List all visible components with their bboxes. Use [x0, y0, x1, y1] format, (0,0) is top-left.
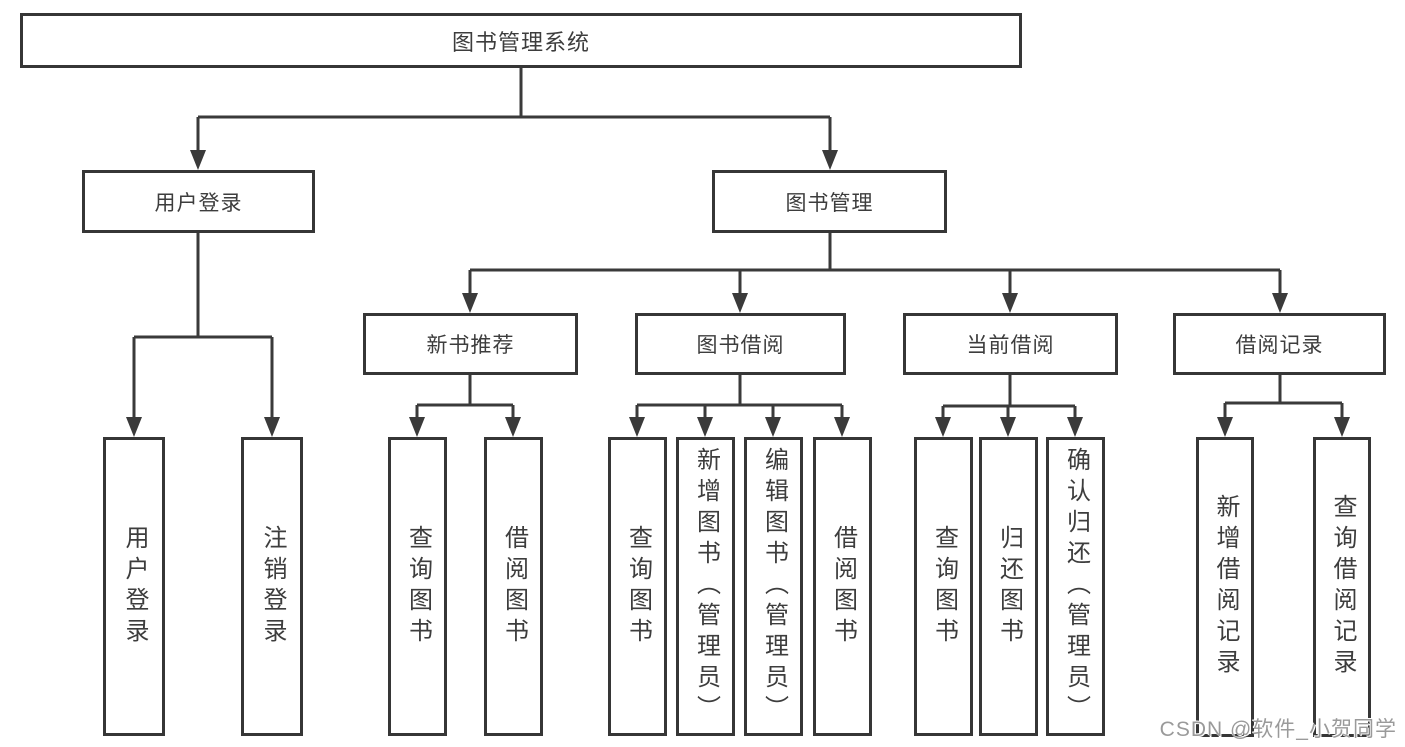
- node-user-login: 用户登录: [82, 170, 315, 233]
- leaf-borrow-books-label: 借阅图书: [829, 524, 857, 649]
- arrowhead-icon: [1272, 293, 1288, 313]
- leaf-edit-books-admin: 编辑图书（管理员）: [744, 437, 803, 736]
- leaf-logout: 注销登录: [241, 437, 303, 736]
- leaf-user-login: 用户登录: [103, 437, 165, 736]
- leaf-return-books-label: 归还图书: [995, 524, 1023, 649]
- arrowhead-icon: [732, 293, 748, 313]
- tree-edges: [132, 68, 1344, 421]
- leaf-add-books-admin: 新增图书（管理员）: [676, 437, 735, 736]
- leaf-query-borrow-record-label: 查询借阅记录: [1329, 494, 1356, 680]
- arrowhead-icon: [126, 417, 142, 437]
- leaf-borrow-books-recommend: 借阅图书: [484, 437, 543, 736]
- arrowhead-icon: [765, 417, 781, 437]
- leaf-logout-label: 注销登录: [259, 524, 286, 649]
- leaf-query-borrow-record: 查询借阅记录: [1313, 437, 1371, 737]
- arrowheads: [126, 150, 1350, 437]
- leaf-borrow-books-recommend-label: 借阅图书: [500, 524, 528, 649]
- arrowhead-icon: [697, 417, 713, 437]
- leaf-confirm-return-admin: 确认归还（管理员）: [1046, 437, 1105, 736]
- node-book-borrow: 图书借阅: [635, 313, 846, 375]
- arrowhead-icon: [1334, 417, 1350, 437]
- arrowhead-icon: [1067, 417, 1083, 437]
- arrowhead-icon: [1002, 293, 1018, 313]
- leaf-confirm-return-admin-label: 确认归还（管理员）: [1062, 447, 1090, 726]
- arrowhead-icon: [1217, 417, 1233, 437]
- leaf-query-books-recommend: 查询图书: [388, 437, 447, 736]
- arrowhead-icon: [264, 417, 280, 437]
- arrowhead-icon: [409, 417, 425, 437]
- leaf-add-borrow-record: 新增借阅记录: [1196, 437, 1254, 737]
- leaf-edit-books-admin-label: 编辑图书（管理员）: [760, 447, 788, 726]
- node-current-borrow: 当前借阅: [903, 313, 1118, 375]
- arrowhead-icon: [935, 417, 951, 437]
- watermark: CSDN @软件_小贺同学: [1159, 718, 1397, 741]
- node-new-book-recommend: 新书推荐: [363, 313, 578, 375]
- leaf-user-login-label: 用户登录: [121, 524, 148, 649]
- leaf-query-books-borrow: 查询图书: [608, 437, 667, 736]
- leaf-query-books-recommend-label: 查询图书: [404, 524, 432, 649]
- leaf-query-books-current-label: 查询图书: [930, 524, 958, 649]
- arrowhead-icon: [1000, 417, 1016, 437]
- leaf-return-books: 归还图书: [979, 437, 1038, 736]
- node-borrow-records: 借阅记录: [1173, 313, 1386, 375]
- leaf-add-borrow-record-label: 新增借阅记录: [1212, 494, 1239, 680]
- arrowhead-icon: [462, 293, 478, 313]
- node-book-management: 图书管理: [712, 170, 947, 233]
- arrowhead-icon: [822, 150, 838, 170]
- arrowhead-icon: [629, 417, 645, 437]
- arrowhead-icon: [505, 417, 521, 437]
- leaf-query-books-borrow-label: 查询图书: [624, 524, 652, 649]
- leaf-query-books-current: 查询图书: [914, 437, 973, 736]
- leaf-add-books-admin-label: 新增图书（管理员）: [692, 447, 720, 726]
- node-root: 图书管理系统: [20, 13, 1022, 68]
- arrowhead-icon: [834, 417, 850, 437]
- leaf-borrow-books: 借阅图书: [813, 437, 872, 736]
- arrowhead-icon: [190, 150, 206, 170]
